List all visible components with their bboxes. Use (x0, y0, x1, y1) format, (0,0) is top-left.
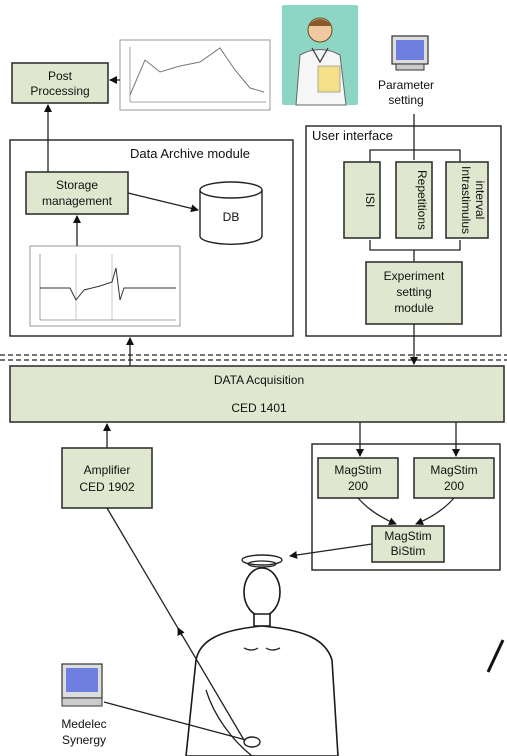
magstim-left-line1: MagStim (334, 463, 381, 477)
line-amplifier-to-patient (106, 507, 245, 741)
isi-box (343, 161, 381, 239)
post-processing-line1: Post (48, 69, 73, 83)
amplifier-line2: CED 1902 (79, 480, 135, 494)
data-acquisition-label: DATA Acquisition (214, 373, 304, 387)
storage-management-box (25, 171, 129, 215)
intrastimulus-line1: Intrastimulus (459, 166, 473, 234)
post-processing-graph-thumbnail (119, 39, 271, 111)
post-processing-box (11, 62, 109, 104)
user-interface-label: User interface (312, 128, 393, 143)
ui-bracket-top (369, 149, 461, 162)
emg-waveform-thumbnail (29, 245, 181, 327)
parameter-monitor-icon (391, 35, 429, 71)
magstim-left-line2: 200 (348, 479, 368, 493)
amplifier-box (61, 447, 153, 509)
magstim-right-line1: MagStim (430, 463, 477, 477)
magstim-right-box (413, 457, 495, 499)
arrow-magstim-right-to-bistim (415, 497, 455, 525)
parameter-setting-line2: setting (388, 93, 423, 107)
doctor-illustration (282, 5, 358, 106)
bistim-line1: MagStim (384, 529, 431, 543)
arrow-magstim-left-to-bistim (357, 497, 397, 525)
arrow-bistim-to-coil (289, 543, 373, 559)
ced-1401-label: CED 1401 (231, 401, 287, 415)
repetitions-box (395, 161, 433, 239)
amplifier-line1: Amplifier (84, 463, 131, 477)
db-cylinder (199, 181, 263, 245)
ui-bracket-bottom (369, 240, 461, 251)
experiment-setting-line3: module (394, 301, 434, 315)
medelec-line1: Medelec (61, 717, 106, 731)
data-archive-label: Data Archive module (130, 146, 250, 161)
magstim-right-line2: 200 (444, 479, 464, 493)
intrastimulus-line2: interval (473, 181, 487, 220)
experiment-setting-line1: Experiment (384, 269, 445, 283)
medelec-monitor-icon (61, 663, 103, 707)
line-medelec-to-patient (103, 701, 247, 741)
edge-stroke (486, 639, 505, 673)
repetitions-label: Repetitions (415, 170, 429, 230)
medelec-line2: Synergy (62, 733, 106, 747)
post-processing-line2: Processing (30, 84, 89, 98)
bistim-line2: BiStim (391, 544, 426, 558)
parameter-setting-line1: Parameter (378, 78, 434, 92)
intrastimulus-box (445, 161, 489, 239)
experiment-setting-line2: setting (396, 285, 431, 299)
storage-management-line2: management (42, 194, 113, 208)
db-label: DB (223, 210, 240, 224)
patient-figure (185, 554, 339, 756)
isi-label: ISI (363, 193, 377, 208)
arrow-storage-to-db (127, 192, 199, 213)
data-acquisition-box (9, 365, 505, 423)
storage-management-line1: Storage (56, 178, 98, 192)
magstim-left-box (317, 457, 399, 499)
bistim-box (371, 525, 445, 563)
experiment-setting-box (365, 261, 463, 325)
arrow-patient-to-amplifier (177, 627, 185, 637)
